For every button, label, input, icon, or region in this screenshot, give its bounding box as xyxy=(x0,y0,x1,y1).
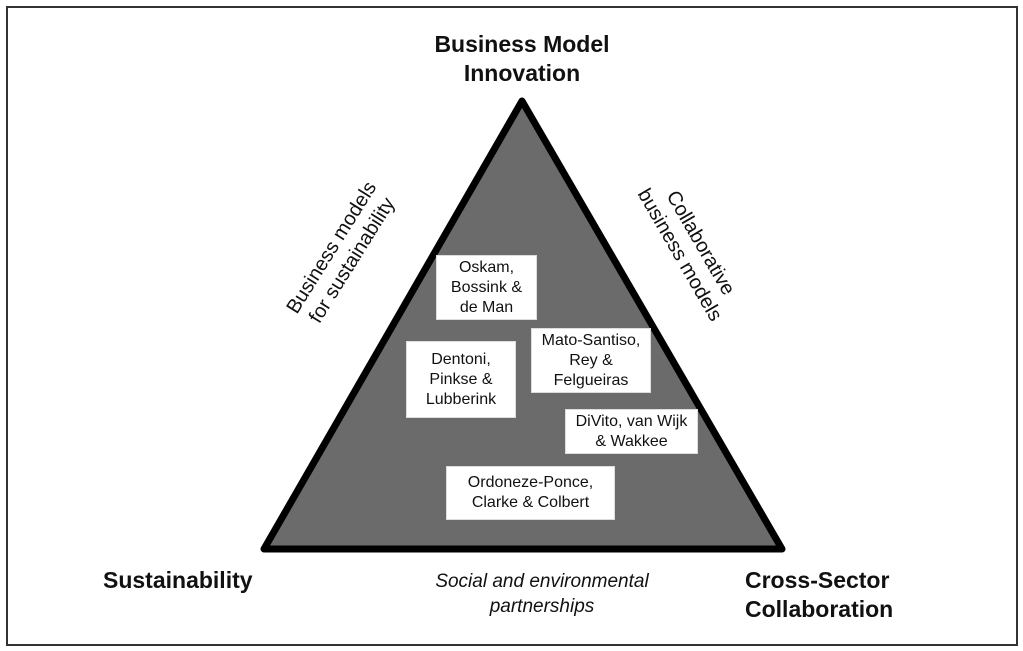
vertex-line: Cross-Sector xyxy=(745,567,890,593)
vertex-sustainability: Sustainability xyxy=(103,566,253,595)
paper-line: Felgueiras xyxy=(553,371,629,389)
vertex-cross-sector-collaboration: Cross-Sector Collaboration xyxy=(745,566,893,624)
vertex-business-model-innovation: Business Model Innovation xyxy=(372,30,672,88)
paper-line: Pinkse & xyxy=(429,370,493,388)
paper-line: Clarke & Colbert xyxy=(471,494,590,511)
edge-line: Social and environmental xyxy=(435,571,649,592)
paper-line: DiVito, van Wijk xyxy=(575,412,688,430)
paper-line: Dentoni, xyxy=(431,350,491,368)
paper-box-divito: DiVito, van Wijk & Wakkee xyxy=(565,409,698,454)
paper-box-ordoneze-ponce: Ordoneze-Ponce, Clarke & Colbert xyxy=(446,466,615,520)
paper-line: Oskam, xyxy=(458,258,515,276)
paper-line: Ordoneze-Ponce, xyxy=(467,474,594,491)
paper-line: & Wakkee xyxy=(595,432,668,450)
paper-line: de Man xyxy=(459,298,514,316)
paper-line: Rey & xyxy=(569,351,613,369)
paper-box-mato-santiso: Mato-Santiso, Rey & Felgueiras xyxy=(531,328,651,393)
vertex-line: Business Model xyxy=(434,31,610,57)
vertex-line: Collaboration xyxy=(745,596,894,622)
paper-line: Bossink & xyxy=(450,278,523,296)
edge-line: partnerships xyxy=(489,596,595,617)
paper-line: Lubberink xyxy=(425,390,497,408)
vertex-line: Innovation xyxy=(463,60,581,86)
figure-frame xyxy=(6,6,1018,646)
paper-box-dentoni: Dentoni, Pinkse & Lubberink xyxy=(406,341,516,418)
paper-box-oskam: Oskam, Bossink & de Man xyxy=(436,255,537,320)
edge-label-social-environmental-partnerships: Social and environmental partnerships xyxy=(392,569,692,619)
paper-line: Mato-Santiso, xyxy=(541,331,641,349)
vertex-line: Sustainability xyxy=(103,567,253,593)
